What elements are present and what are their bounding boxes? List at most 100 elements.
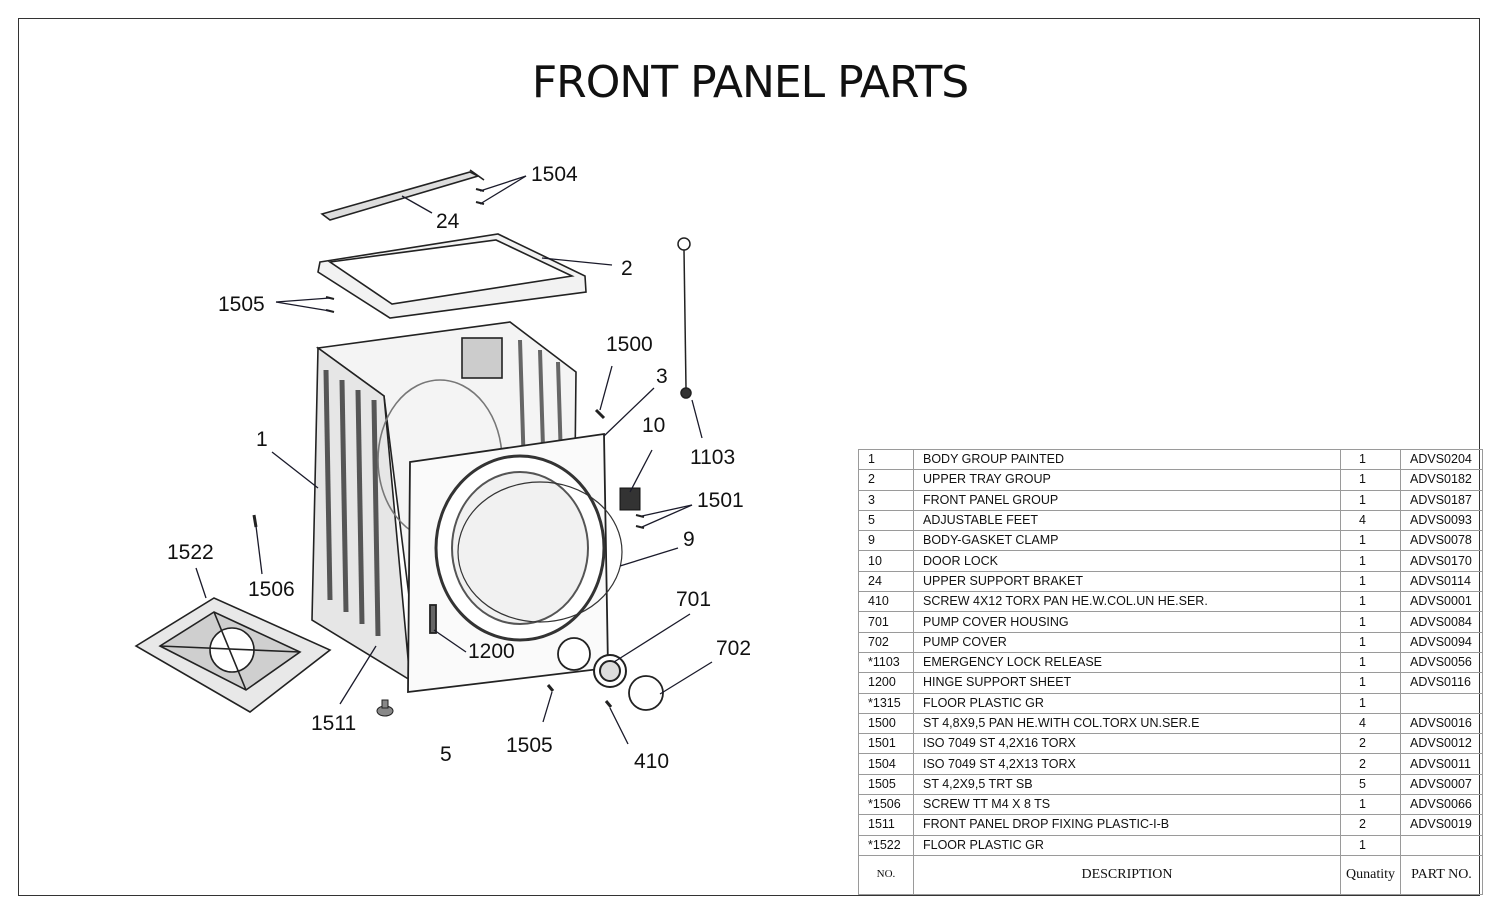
part-code: ADVS0056 — [1400, 651, 1483, 674]
screws-1501 — [635, 514, 645, 529]
part-number-ref: 1501 — [858, 733, 914, 755]
part-quantity: 2 — [1340, 753, 1401, 775]
exploded-view-diagram: 1504 24 2 1505 1500 3 10 1103 1 1501 9 1… — [134, 163, 751, 773]
part-description: FRONT PANEL DROP FIXING PLASTIC-I-B — [913, 814, 1341, 836]
callout-1500: 1500 — [606, 333, 653, 356]
part-number-ref: 410 — [858, 591, 914, 613]
part-code: ADVS0001 — [1400, 591, 1483, 613]
part-code: ADVS0012 — [1400, 733, 1483, 755]
header-quantity: Qunatity — [1340, 854, 1401, 895]
part-description: PUMP COVER HOUSING — [913, 611, 1341, 633]
part-number-ref: 5 — [858, 509, 914, 532]
part-quantity: 1 — [1340, 550, 1401, 572]
part-description: DOOR LOCK — [913, 550, 1341, 572]
part-quantity: 1 — [1340, 611, 1401, 633]
part-quantity: 1 — [1340, 469, 1401, 491]
part-number-ref: 1200 — [858, 672, 914, 694]
callout-24: 24 — [436, 210, 460, 233]
part-description: BODY GROUP PAINTED — [913, 448, 1341, 471]
part-number-ref: 24 — [858, 570, 914, 593]
part-code: ADVS0094 — [1400, 631, 1483, 653]
callout-701: 701 — [676, 588, 711, 611]
callout-1522: 1522 — [167, 541, 214, 564]
pump-cover-housing — [593, 654, 627, 688]
screw-1506 — [252, 514, 258, 528]
callout-702: 702 — [716, 637, 751, 660]
part-description: UPPER TRAY GROUP — [913, 469, 1341, 491]
screw-1505-bottom — [546, 684, 555, 692]
part-code: ADVS0114 — [1400, 570, 1483, 593]
part-number-ref: 10 — [858, 550, 914, 572]
front-panel — [407, 432, 609, 694]
callout-1501: 1501 — [697, 489, 744, 512]
part-code: ADVS0187 — [1400, 489, 1483, 511]
callout-1504: 1504 — [531, 163, 578, 186]
callout-1505-top: 1505 — [218, 293, 265, 316]
callout-5: 5 — [440, 743, 452, 766]
part-quantity: 2 — [1340, 814, 1401, 836]
callout-10: 10 — [642, 414, 665, 437]
screw-410 — [604, 700, 613, 708]
part-description: ISO 7049 ST 4,2X16 TORX — [913, 733, 1341, 755]
part-description: BODY-GASKET CLAMP — [913, 530, 1341, 552]
part-code: ADVS0182 — [1400, 469, 1483, 491]
part-code: ADVS0011 — [1400, 753, 1483, 775]
callout-1103: 1103 — [690, 446, 735, 469]
part-quantity: 1 — [1340, 692, 1401, 714]
upper-support-braket — [320, 169, 485, 221]
part-number-ref: 702 — [858, 631, 914, 653]
part-description: HINGE SUPPORT SHEET — [913, 672, 1341, 694]
part-code: ADVS0066 — [1400, 794, 1483, 816]
part-code: ADVS0016 — [1400, 712, 1483, 735]
part-quantity: 1 — [1340, 631, 1401, 653]
part-number-ref: 1500 — [858, 712, 914, 735]
part-code: ADVS0204 — [1400, 448, 1483, 471]
pump-cover — [628, 675, 664, 711]
part-code: ADVS0170 — [1400, 550, 1483, 572]
part-description: SCREW 4X12 TORX PAN HE.W.COL.UN HE.SER. — [913, 591, 1341, 613]
part-description: ISO 7049 ST 4,2X13 TORX — [913, 753, 1341, 775]
callout-3: 3 — [656, 365, 668, 388]
part-number-ref: 1511 — [858, 814, 914, 836]
part-code: ADVS0007 — [1400, 773, 1483, 796]
leader-lines — [195, 175, 713, 745]
part-quantity: 1 — [1340, 448, 1401, 471]
part-number-ref: *1506 — [858, 794, 914, 816]
part-description: ST 4,8X9,5 PAN HE.WITH COL.TORX UN.SER.E — [913, 712, 1341, 735]
part-code: ADVS0084 — [1400, 611, 1483, 633]
screws-1505-top — [325, 296, 335, 313]
adjustable-foot — [376, 699, 394, 717]
callout-1511: 1511 — [311, 712, 356, 735]
part-quantity: 1 — [1340, 530, 1401, 552]
part-code — [1400, 692, 1483, 714]
callout-1200: 1200 — [468, 640, 515, 663]
part-quantity: 1 — [1340, 794, 1401, 816]
part-quantity: 4 — [1340, 712, 1401, 735]
part-description: PUMP COVER — [913, 631, 1341, 653]
header-description: DESCRIPTION — [913, 854, 1341, 895]
screw-1500 — [594, 408, 606, 420]
part-number-ref: 701 — [858, 611, 914, 633]
part-quantity: 1 — [1340, 570, 1401, 593]
part-code: ADVS0019 — [1400, 814, 1483, 836]
part-code — [1400, 834, 1483, 856]
emergency-lock-release — [677, 237, 692, 399]
part-quantity: 1 — [1340, 591, 1401, 613]
page-title: FRONT PANEL PARTS — [531, 57, 969, 108]
part-number-ref: 9 — [858, 530, 914, 552]
